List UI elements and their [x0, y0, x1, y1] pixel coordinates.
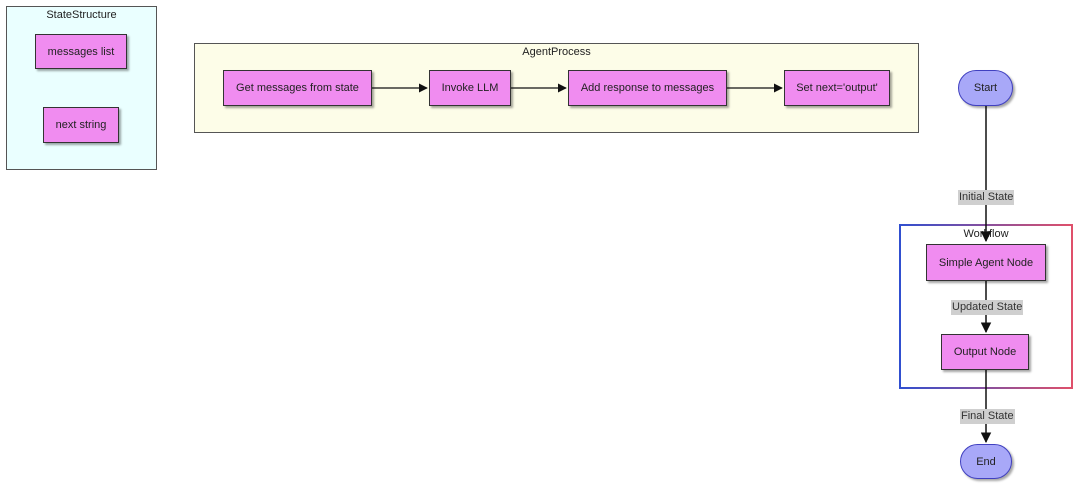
- state-structure-title: StateStructure: [46, 9, 117, 21]
- state-field-messages[interactable]: messages list: [35, 34, 127, 69]
- process-step-get-messages[interactable]: Get messages from state: [223, 70, 372, 106]
- end-node[interactable]: End: [960, 444, 1012, 479]
- edge-label-initial-state: Initial State: [958, 190, 1015, 205]
- process-step-set-next[interactable]: Set next='output': [784, 70, 890, 106]
- start-node[interactable]: Start: [958, 70, 1013, 106]
- edge-label-final-state: Final State: [960, 409, 1015, 424]
- edge-label-updated-state: Updated State: [951, 300, 1024, 315]
- workflow-title: Workflow: [963, 228, 1009, 240]
- simple-agent-node[interactable]: Simple Agent Node: [926, 244, 1046, 281]
- process-step-invoke-llm[interactable]: Invoke LLM: [429, 70, 511, 106]
- output-node[interactable]: Output Node: [941, 334, 1029, 370]
- process-step-add-response[interactable]: Add response to messages: [568, 70, 727, 106]
- agent-process-title: AgentProcess: [522, 46, 591, 58]
- state-field-next[interactable]: next string: [43, 107, 119, 143]
- state-structure-cluster: StateStructure: [6, 6, 157, 170]
